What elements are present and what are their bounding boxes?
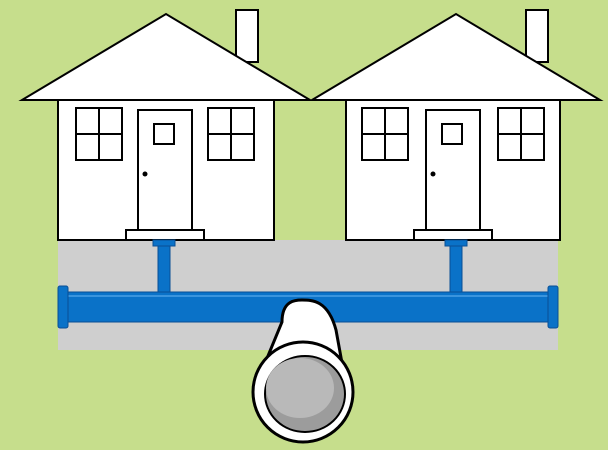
door-knob xyxy=(430,171,436,177)
right-house xyxy=(308,9,604,241)
flange-right xyxy=(547,285,559,329)
chimney xyxy=(235,9,259,63)
lateral-pipe-right xyxy=(444,239,468,299)
window-right xyxy=(497,107,545,161)
window-left xyxy=(361,107,409,161)
door-window xyxy=(441,123,463,145)
door-knob xyxy=(142,171,148,177)
left-house xyxy=(18,9,314,241)
window-right xyxy=(207,107,255,161)
door-step xyxy=(413,229,493,241)
window-left xyxy=(75,107,123,161)
sewer-main-pipe xyxy=(251,298,355,444)
door-step xyxy=(125,229,205,241)
door-window xyxy=(153,123,175,145)
chimney xyxy=(525,9,549,63)
lateral-pipe-left xyxy=(152,239,176,299)
flange-left xyxy=(57,285,69,329)
